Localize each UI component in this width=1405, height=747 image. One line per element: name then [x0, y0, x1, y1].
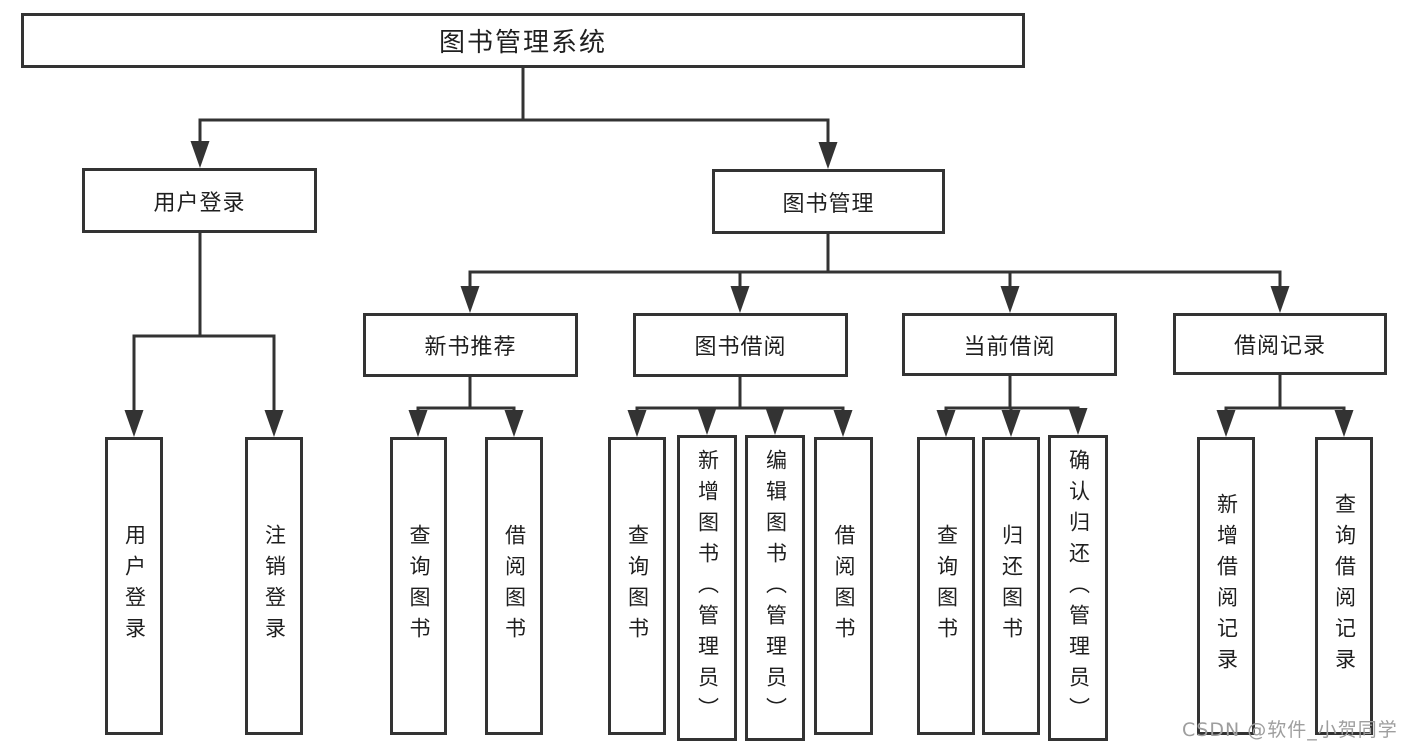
leaf-recommend-query-books: 查询图书 — [390, 437, 447, 735]
node-book-management: 图书管理 — [712, 169, 945, 234]
leaf-current-confirm-return-admin: 确认归还（管理员） — [1048, 435, 1108, 741]
leaf-borrow-add-books-admin: 新增图书（管理员） — [677, 435, 737, 741]
node-borrow-record: 借阅记录 — [1173, 313, 1387, 375]
node-book-borrow: 图书借阅 — [633, 313, 848, 377]
node-user-login: 用户登录 — [82, 168, 317, 233]
node-current-borrow: 当前借阅 — [902, 313, 1117, 376]
leaf-borrow-query-books: 查询图书 — [608, 437, 666, 735]
node-library-management-system: 图书管理系统 — [21, 13, 1025, 68]
leaf-borrow-edit-books-admin: 编辑图书（管理员） — [745, 435, 805, 741]
csdn-watermark: CSDN @软件_小贺同学 — [1182, 719, 1398, 741]
node-new-book-recommend: 新书推荐 — [363, 313, 578, 377]
leaf-logout: 注销登录 — [245, 437, 303, 735]
leaf-recommend-borrow-books: 借阅图书 — [485, 437, 543, 735]
leaf-borrow-borrow-books: 借阅图书 — [814, 437, 873, 735]
leaf-record-add-borrow-record: 新增借阅记录 — [1197, 437, 1255, 735]
leaf-current-return-books: 归还图书 — [982, 437, 1040, 735]
leaf-user-login: 用户登录 — [105, 437, 163, 735]
leaf-current-query-books: 查询图书 — [917, 437, 975, 735]
leaf-record-query-borrow-record: 查询借阅记录 — [1315, 437, 1373, 735]
